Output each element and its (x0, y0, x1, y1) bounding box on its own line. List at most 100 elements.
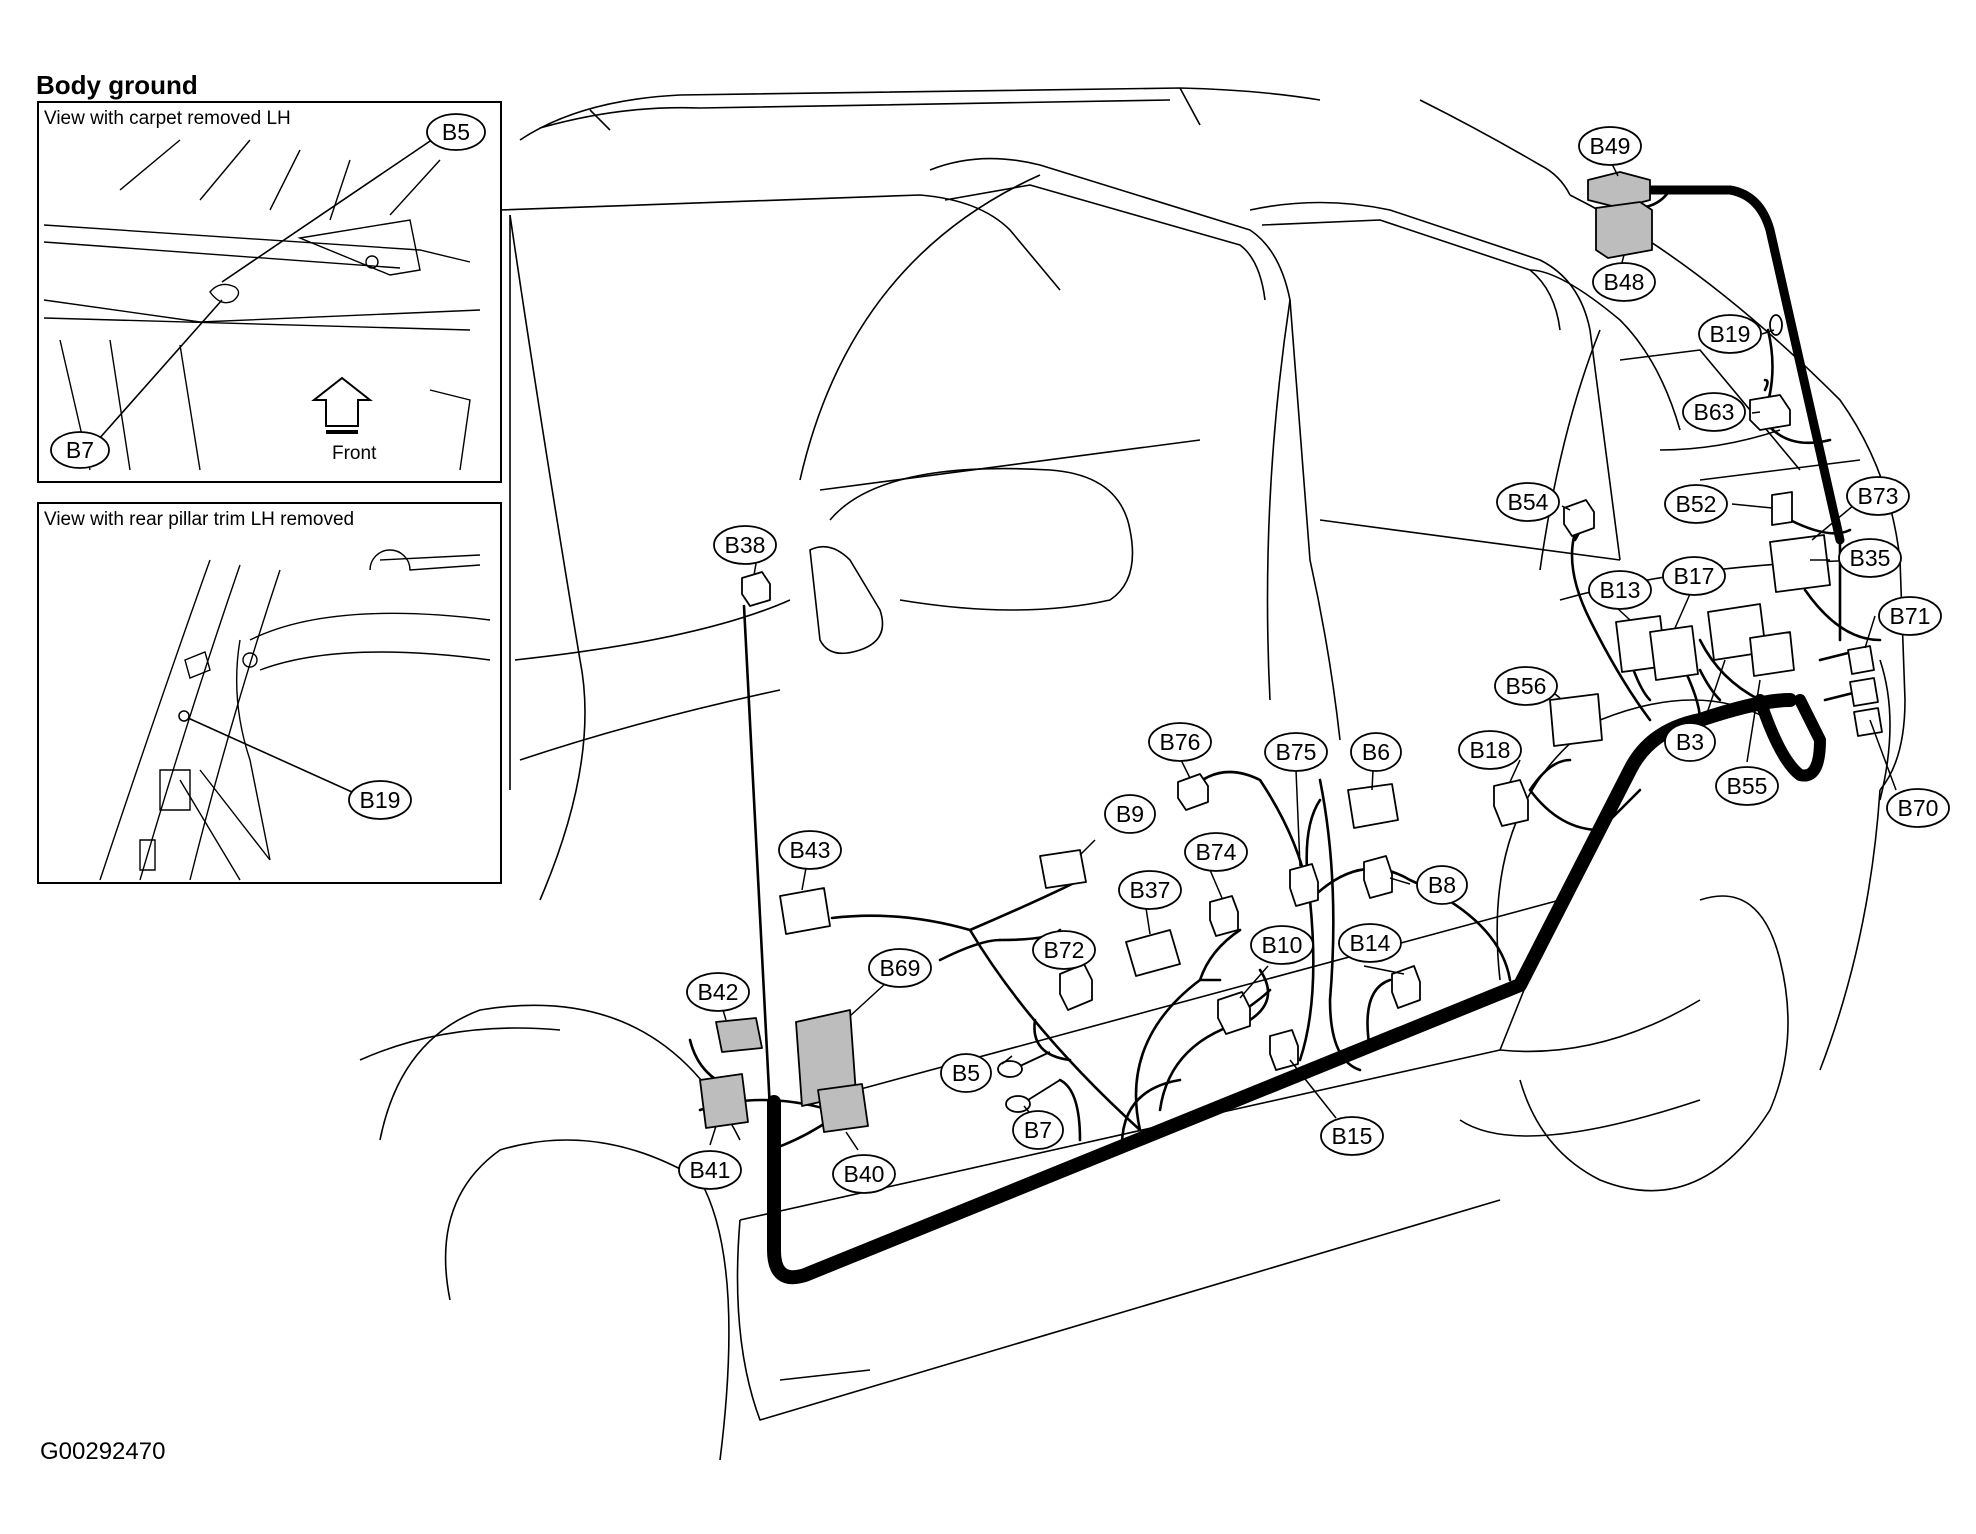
callout-label: B3 (1676, 729, 1704, 755)
inset-pillar-title: View with rear pillar trim LH removed (44, 509, 354, 530)
connector-B55 (1749, 631, 1795, 677)
callout-B13: B13 (1588, 570, 1652, 610)
callout-B48: B48 (1592, 262, 1656, 302)
callout-label: B76 (1160, 729, 1201, 755)
callout-label: B40 (844, 1161, 885, 1187)
callout-B40: B40 (832, 1154, 896, 1194)
svg-text:B5: B5 (442, 119, 470, 145)
callout-label: B18 (1470, 737, 1511, 763)
connector-B9 (1039, 849, 1087, 889)
callout-label: B37 (1130, 877, 1171, 903)
callout-B9: B9 (1104, 794, 1156, 834)
connector-B71 (1847, 645, 1875, 675)
callout-B63: B63 (1682, 392, 1746, 432)
vehicle-outline (359, 87, 1906, 1461)
inset-pillar: View with rear pillar trim LH removed (37, 502, 502, 884)
callout-B72: B72 (1032, 930, 1096, 970)
callout-label: B73 (1858, 483, 1899, 509)
callout-label: B9 (1116, 801, 1144, 827)
callout-label: B70 (1898, 795, 1939, 821)
callout-label: B52 (1676, 491, 1717, 517)
ground-terminals (797, 314, 1783, 1113)
callout-label: B49 (1590, 133, 1631, 159)
callout-label: B41 (690, 1157, 731, 1183)
callout-B5-inset: B5 (426, 113, 486, 151)
callout-label: B10 (1262, 932, 1303, 958)
callout-label: B43 (790, 837, 831, 863)
inset-carpet: View with carpet removed LH Front (37, 101, 502, 483)
callout-B76: B76 (1148, 722, 1212, 762)
callout-label: B8 (1428, 872, 1456, 898)
callout-label: B38 (725, 532, 766, 558)
connector-B49 (1587, 171, 1651, 209)
callout-B56: B56 (1494, 666, 1558, 706)
callout-B70: B70 (1886, 788, 1950, 828)
callout-label: B75 (1276, 739, 1317, 765)
callout-B41: B41 (678, 1150, 742, 1190)
svg-text:B7: B7 (66, 437, 94, 463)
callout-label: B72 (1044, 937, 1085, 963)
connector-B10 (1217, 991, 1251, 1035)
connector-B6 (1347, 783, 1399, 829)
connector-B72 (1059, 963, 1093, 1011)
connector-B75 (1289, 863, 1319, 907)
callout-B71: B71 (1878, 596, 1942, 636)
callout-B5: B5 (940, 1053, 992, 1093)
callout-label: B14 (1350, 930, 1391, 956)
callout-B7-inset: B7 (50, 431, 110, 469)
figure-code: G00292470 (40, 1438, 166, 1465)
callout-label: B74 (1196, 839, 1237, 865)
callout-label: B15 (1332, 1123, 1373, 1149)
connector-B38 (741, 571, 771, 607)
main-harness (767, 185, 1845, 1285)
callout-B55: B55 (1715, 766, 1779, 806)
connector-B70a (1849, 677, 1879, 707)
callout-B35: B35 (1838, 538, 1902, 578)
callout-label: B55 (1727, 773, 1768, 799)
connector-B56 (1549, 693, 1603, 747)
callout-label: B48 (1604, 269, 1645, 295)
callout-label: B42 (698, 979, 739, 1005)
callout-B19-inset: B19 (348, 780, 412, 820)
callout-labels: B49B48B19B63B73B52B54B35B13B17B71B56B3B1… (678, 126, 1950, 1194)
callout-B3: B3 (1664, 722, 1716, 762)
connector-B17 (1649, 625, 1699, 681)
callout-B15: B15 (1320, 1116, 1384, 1156)
connector-B43 (779, 887, 831, 935)
connector-B54 (1563, 499, 1595, 537)
callout-label: B6 (1362, 739, 1390, 765)
callout-B6: B6 (1350, 732, 1402, 772)
callout-B18: B18 (1458, 730, 1522, 770)
callout-label: B54 (1508, 489, 1549, 515)
connectors (699, 171, 1883, 1133)
callout-label: B71 (1890, 603, 1931, 629)
front-label: Front (332, 443, 377, 464)
callout-B73: B73 (1846, 476, 1910, 516)
callout-label: B19 (1710, 321, 1751, 347)
callout-B75: B75 (1264, 732, 1328, 772)
callout-B49: B49 (1578, 126, 1642, 166)
callout-B54: B54 (1496, 482, 1560, 522)
callout-label: B13 (1600, 577, 1641, 603)
callout-B14: B14 (1338, 923, 1402, 963)
branch-wires (688, 188, 1882, 1152)
callout-B10: B10 (1250, 925, 1314, 965)
connector-B74 (1209, 895, 1239, 937)
connector-B70b (1853, 707, 1883, 737)
callout-label: B35 (1850, 545, 1891, 571)
callout-B37: B37 (1118, 870, 1182, 910)
callout-label: B63 (1694, 399, 1735, 425)
connector-B18 (1493, 779, 1529, 827)
callout-B8: B8 (1416, 865, 1468, 905)
connector-B42 (715, 1017, 763, 1053)
connector-B15 (1269, 1029, 1299, 1071)
connector-B8 (1363, 855, 1393, 899)
page-title: Body ground (36, 70, 198, 100)
svg-text:B19: B19 (360, 787, 401, 813)
connector-B41 (699, 1073, 749, 1129)
callout-B43: B43 (778, 830, 842, 870)
callout-label: B56 (1506, 673, 1547, 699)
callout-label: B5 (952, 1060, 980, 1086)
